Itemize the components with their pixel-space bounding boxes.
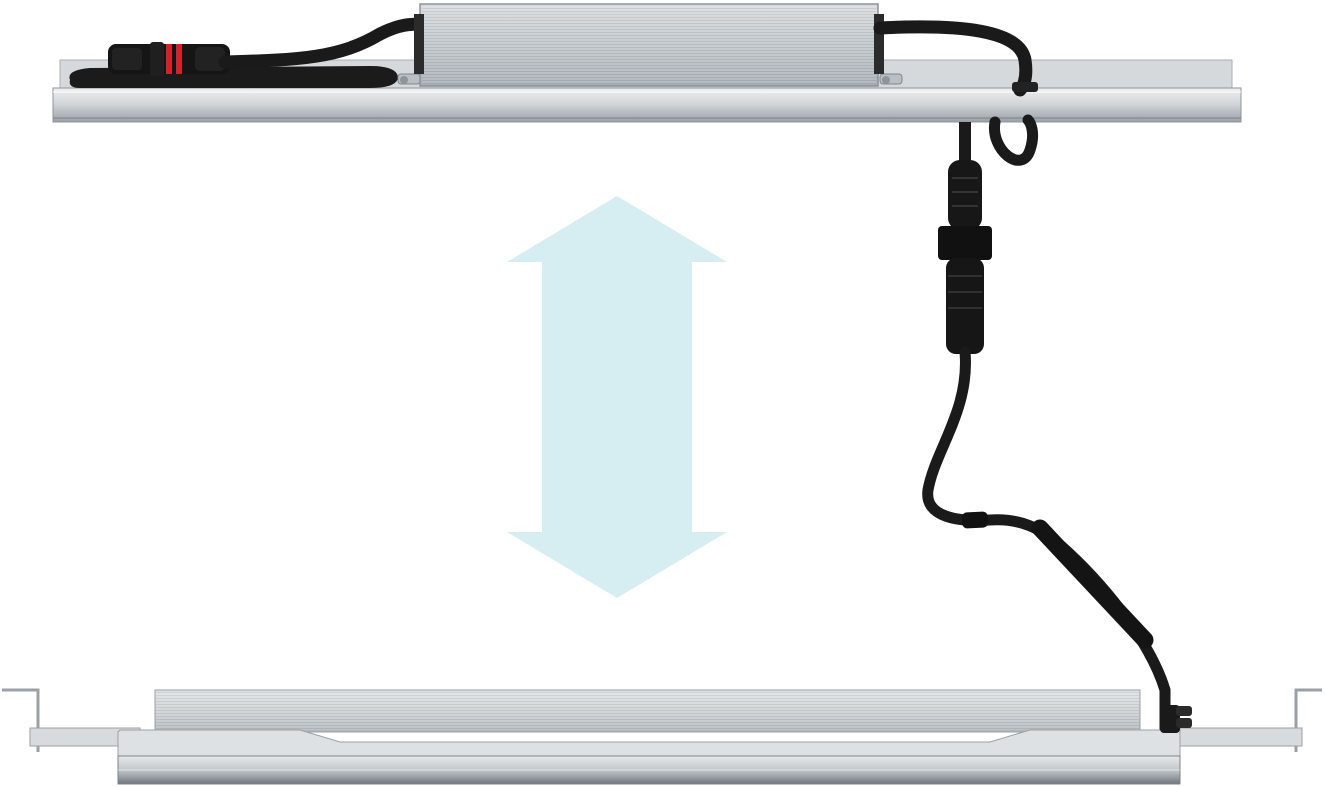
waterproof-connector-icon bbox=[108, 42, 230, 76]
led-driver-box bbox=[398, 4, 902, 86]
double-vertical-arrow-icon bbox=[507, 196, 727, 598]
inline-connector-icon bbox=[938, 160, 992, 354]
driver-input-cable bbox=[225, 24, 425, 62]
led-light-bar bbox=[2, 690, 1322, 784]
cable-loop bbox=[994, 120, 1032, 160]
rail-front-face bbox=[53, 88, 1241, 122]
